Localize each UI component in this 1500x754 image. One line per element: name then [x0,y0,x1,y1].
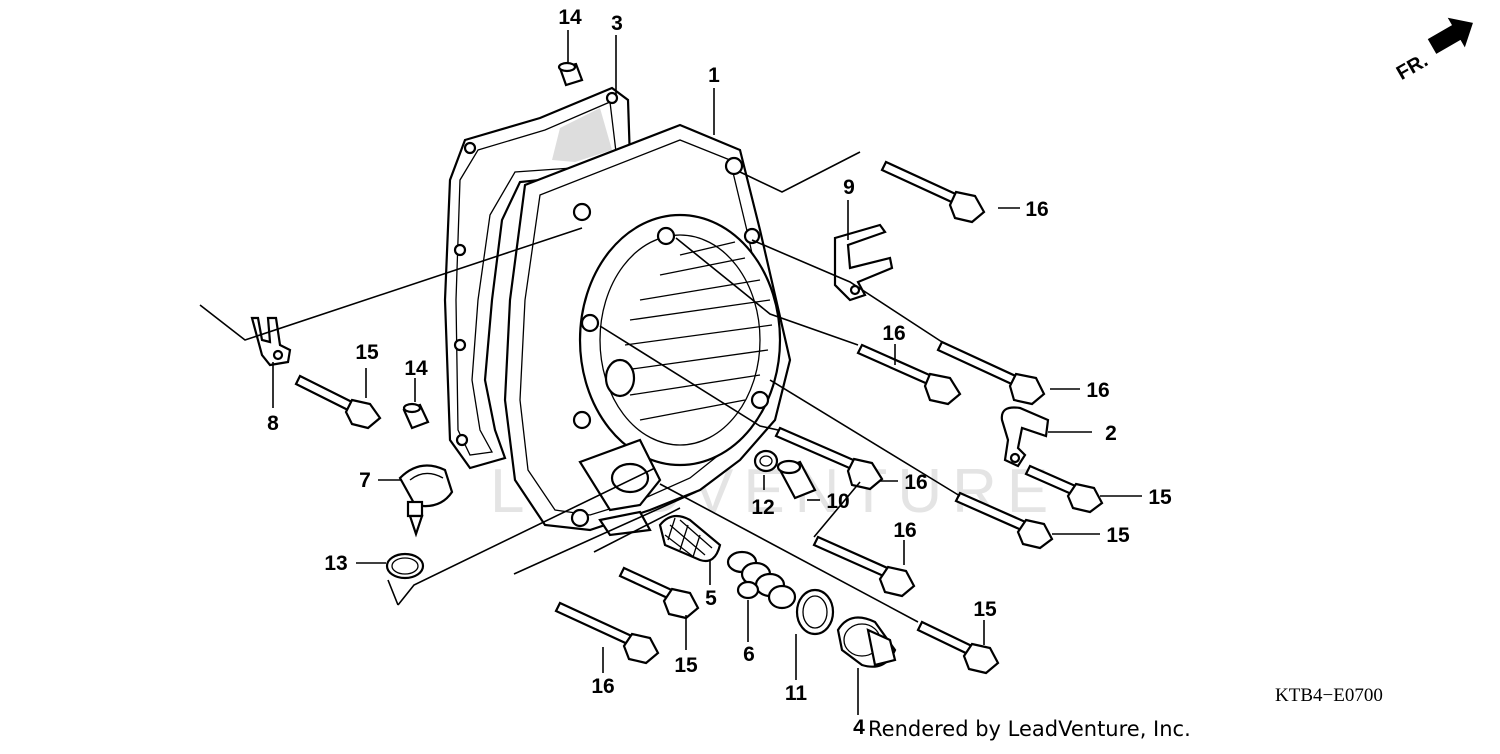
callout-12: 12 [751,496,774,519]
bolt-16-middle [856,343,962,406]
spring-6 [726,550,797,610]
callout-labels: 1 2 3 4 5 6 7 8 9 10 11 12 13 14 14 15 1… [267,6,1172,739]
washer-12 [753,449,779,473]
bolt-16-lower [812,535,916,598]
right-crankcase-cover [503,123,792,537]
bolt-15-bottom-mid [618,566,700,620]
clamp-part-2 [1000,406,1050,468]
callout-3: 3 [611,12,623,35]
bolt-16-bottom [554,601,660,665]
callout-15-bottom-right: 15 [973,598,997,621]
credit-text: Rendered by LeadVenture, Inc. [868,717,1191,741]
gasket-part [443,86,632,470]
drain-bolt-10 [776,459,817,500]
bolt-15-left [294,374,382,430]
leader-lines [199,30,1142,715]
callout-1: 1 [708,64,720,87]
diagram-code: KTB4−E0700 [1275,685,1383,706]
callout-13: 13 [324,552,347,575]
callout-9: 9 [843,176,855,199]
callout-8: 8 [267,412,279,435]
callout-14-left: 14 [404,357,428,380]
callout-15-bottom-mid: 15 [674,654,698,677]
direction-label: FR. [1393,50,1432,85]
arrow-right-icon [1427,17,1473,54]
bolt-15-right-lower [954,491,1054,550]
callout-7: 7 [359,469,371,492]
oil-level-gauge [398,464,454,538]
dowel-pin-left [402,402,430,430]
bolt-16-top [880,160,986,224]
strainer-cap-4 [836,616,897,668]
bolt-15-bottom-right [916,620,1000,675]
callout-15-right-lower: 15 [1106,524,1130,547]
dowel-pin-top [557,61,584,87]
callout-14-top: 14 [558,6,582,29]
callout-6: 6 [743,643,755,666]
callout-16-middle: 16 [882,322,905,345]
callout-11: 11 [785,682,808,705]
front-direction-indicator: FR. [1393,17,1473,85]
strainer-screen-5 [658,514,722,563]
bolt-15-right-upper [1024,464,1104,514]
o-ring-11 [795,588,835,636]
clamp-part-8 [250,316,292,367]
callout-4: 4 [853,716,865,739]
callout-16-top: 16 [1025,198,1048,221]
bolt-16-center [774,426,884,491]
callout-15-right-upper: 15 [1148,486,1172,509]
callout-5: 5 [705,587,717,610]
callout-16-center: 16 [904,471,927,494]
callout-16-lower: 16 [893,519,916,542]
o-ring-13 [385,552,425,580]
callout-16-bottom: 16 [591,675,614,698]
callout-16-right: 16 [1086,379,1109,402]
callout-10: 10 [826,490,849,513]
bolt-16-right [936,340,1046,406]
callout-2: 2 [1105,422,1117,445]
callout-15-left: 15 [355,341,379,364]
clamp-part-9 [833,223,894,302]
